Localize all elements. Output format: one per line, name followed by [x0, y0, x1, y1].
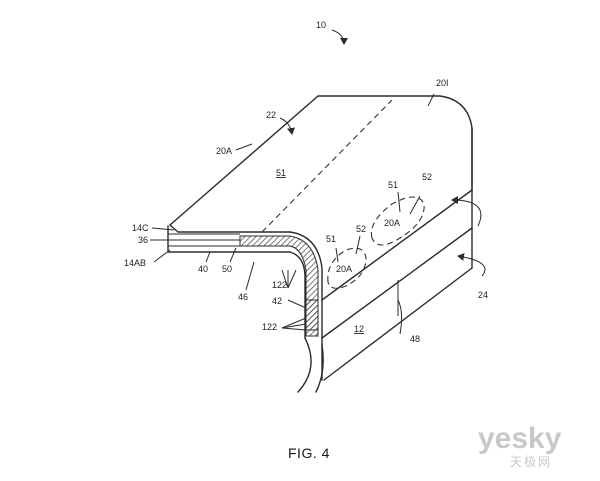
device-body — [167, 95, 473, 393]
label-48: 48 — [410, 334, 420, 344]
label-51-top: 51 — [276, 168, 286, 178]
label-36: 36 — [138, 235, 148, 245]
label-51-b: 51 — [326, 234, 336, 244]
label-20i: 20I — [436, 78, 449, 88]
leader-lines — [150, 29, 486, 335]
label-52-b: 52 — [356, 224, 366, 234]
label-20a-top: 20A — [216, 146, 232, 156]
label-20a-b: 20A — [336, 264, 352, 274]
layer-stack — [168, 233, 319, 337]
label-10: 10 — [316, 20, 326, 30]
sensor-region-20a-upper — [370, 196, 425, 246]
label-52-a: 52 — [422, 172, 432, 182]
label-122-a: 122 — [272, 280, 287, 290]
watermark-brand: yesky — [478, 422, 562, 455]
label-122-b: 122 — [262, 322, 277, 332]
reference-labels: 10 20I 22 20A 51 51 52 20A 51 52 20A 14C… — [124, 20, 488, 344]
label-50: 50 — [222, 264, 232, 274]
watermark-subtitle: 天极网 — [510, 455, 552, 469]
label-20a-a: 20A — [384, 218, 400, 228]
label-51-a: 51 — [388, 180, 398, 190]
label-46: 46 — [238, 292, 248, 302]
label-12: 12 — [354, 324, 364, 334]
label-24: 24 — [478, 290, 488, 300]
label-22: 22 — [266, 110, 276, 120]
label-14ab: 14AB — [124, 258, 146, 268]
watermark-logo: yesky 天极网 — [478, 422, 562, 469]
sensor-region-20a-lower — [327, 247, 367, 289]
label-42: 42 — [272, 296, 282, 306]
label-14c: 14C — [132, 223, 149, 233]
label-40: 40 — [198, 264, 208, 274]
figure-caption: FIG. 4 — [288, 445, 330, 461]
